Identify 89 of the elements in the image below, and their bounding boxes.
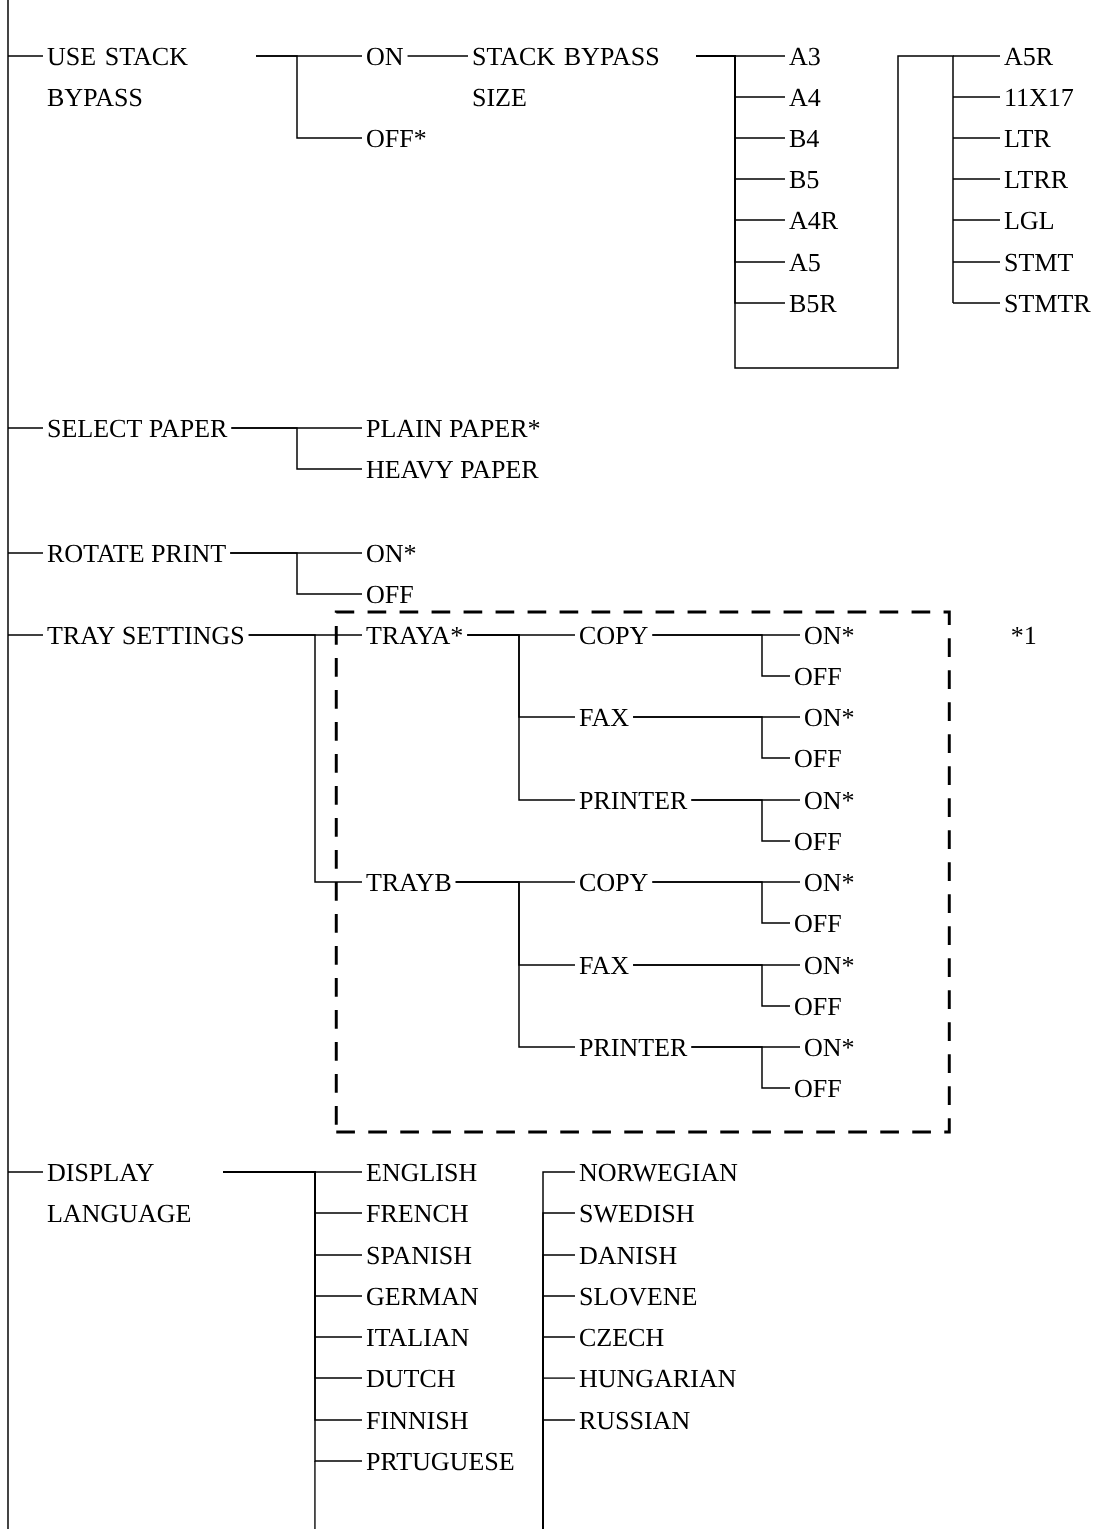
menu-item: DUTCH [366, 1369, 455, 1388]
menu-item: USE STACK BYPASS [47, 47, 188, 107]
tree-connector [632, 964, 791, 1007]
menu-item: CZECH [580, 1328, 664, 1347]
tree-connector [406, 55, 469, 57]
tree-connector [651, 634, 791, 677]
tree-connector [690, 799, 791, 842]
tree-connector [952, 137, 1001, 139]
menu-item: B5 [789, 171, 819, 189]
menu-item: OFF [795, 997, 841, 1016]
menu-item: FRENCH [366, 1204, 468, 1223]
menu-item: ON* [805, 873, 854, 892]
tree-connector [952, 178, 1001, 180]
menu-item: PRINTER [579, 1039, 688, 1056]
menu-item: ON* [805, 708, 854, 727]
menu-item: ENGLISH [366, 1163, 477, 1182]
tree-connector [230, 427, 363, 470]
menu-item: TRAYA* [366, 626, 463, 644]
menu-item: LTR [1004, 130, 1051, 147]
menu-item: SELECT PAPER [48, 419, 228, 438]
menu-item: DISPLAY LANGUAGE [47, 1163, 191, 1223]
tree-connector [7, 427, 44, 429]
menu-item: OFF [367, 585, 413, 604]
menu-item: OFF [795, 749, 841, 768]
menu-item: PRINTER [579, 792, 688, 809]
menu-item: GERMAN [367, 1287, 479, 1306]
tree-connector [952, 219, 1001, 221]
tree-connector [651, 881, 791, 924]
tree-connector [229, 552, 363, 595]
menu-item: FAX [579, 708, 629, 726]
menu-item: ITALIAN [366, 1328, 469, 1346]
menu-item: HEAVY PAPER [366, 460, 539, 479]
menu-item: PLAIN PAPER* [366, 419, 540, 437]
menu-item: STMTR [1005, 294, 1091, 313]
menu-item: OFF [795, 914, 841, 933]
menu-item: FINNISH [366, 1411, 468, 1430]
tree-connector [7, 552, 44, 554]
menu-item: ROTATE PRINT [47, 544, 226, 563]
tree-connector [7, 55, 44, 57]
menu-item: OFF [795, 1079, 841, 1098]
footnote-mark: *1 [1012, 626, 1036, 644]
menu-item: A5 [789, 253, 820, 272]
menu-item: DANISH [579, 1246, 677, 1265]
menu-item: SPANISH [367, 1246, 472, 1265]
menu-item: ON* [805, 1038, 854, 1057]
menu-item: 11X17 [1006, 88, 1074, 106]
menu-item: FAX [579, 956, 629, 974]
tree-connector [247, 634, 363, 883]
menu-item: OFF [795, 832, 841, 851]
tree-connector [466, 634, 576, 801]
menu-item: NORWEGIAN [579, 1163, 738, 1182]
tree-connector [695, 55, 786, 304]
tree-connector [952, 261, 1001, 263]
tree-connector [542, 1419, 576, 1529]
menu-item: A4R [789, 211, 839, 229]
menu-item: SLOVENE [580, 1287, 697, 1306]
menu-item: PRTUGUESE [366, 1452, 514, 1471]
menu-item: COPY [580, 873, 648, 892]
menu-item: RUSSIAN [579, 1411, 690, 1430]
menu-item: ON* [805, 626, 854, 645]
menu-item: TRAY SETTINGS [47, 626, 244, 645]
menu-item: B4 [789, 129, 819, 148]
tree-connector [255, 55, 363, 139]
menu-item: TRAYB [366, 873, 451, 892]
menu-item: ON* [805, 956, 854, 975]
tree-connector [7, 634, 44, 636]
menu-item: SWEDISH [580, 1204, 694, 1223]
menu-item: LTRR [1004, 171, 1069, 188]
tree-connector [952, 302, 1001, 304]
menu-item: ON* [367, 544, 416, 563]
tree-connector [632, 716, 791, 759]
tree-connector [455, 881, 576, 1048]
tree-connector [7, 1171, 44, 1173]
menu-item: ON [367, 47, 403, 66]
menu-item: OFF [795, 667, 841, 686]
menu-item: STMT [1005, 253, 1073, 272]
tree-connector [690, 1046, 791, 1089]
menu-item: OFF* [367, 129, 426, 148]
menu-item: STACK BYPASS SIZE [473, 47, 659, 107]
menu-item: B5R [789, 295, 837, 313]
menu-item: A4 [789, 88, 821, 106]
menu-item: A3 [789, 47, 820, 66]
menu-item: A5R [1004, 47, 1054, 66]
menu-item: COPY [580, 626, 648, 645]
tree-connector [952, 55, 1001, 57]
menu-item: HUNGARIAN [579, 1369, 736, 1388]
tree-connector [952, 96, 1001, 98]
menu-item: ON* [805, 791, 854, 810]
menu-item: LGL [1004, 211, 1053, 230]
